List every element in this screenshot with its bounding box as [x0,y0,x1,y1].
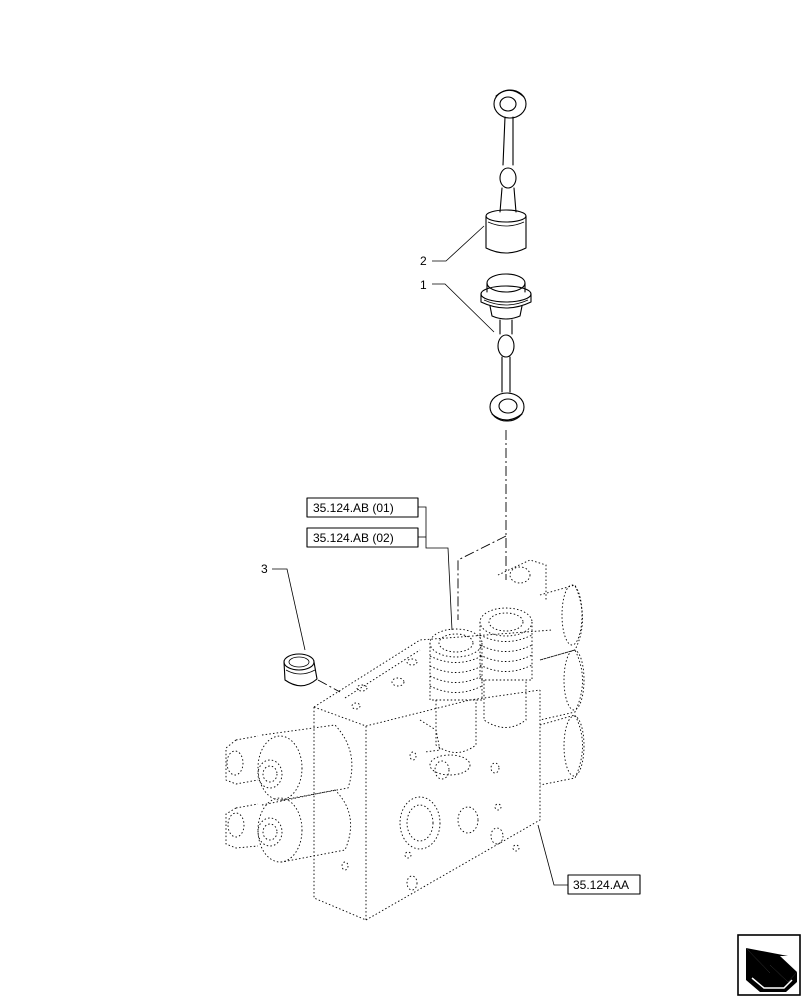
svg-text:35.124.AA: 35.124.AA [573,878,629,892]
reference-box-35-124-ab-01[interactable]: 35.124.AB (01) [306,497,419,518]
callout-2: 2 [420,254,427,268]
part-1-plug[interactable] [480,273,532,422]
svg-text:35.124.AB (01): 35.124.AB (01) [313,501,394,515]
reference-box-35-124-aa[interactable]: 35.124.AA [567,874,641,895]
callout-1: 1 [420,278,427,292]
navigation-arrow-icon[interactable] [737,934,801,996]
part-3-small-plug[interactable] [283,653,318,687]
callout-3: 3 [261,562,268,576]
callout-leaders [272,225,568,886]
part-2-dust-cap[interactable] [485,89,527,254]
reference-box-35-124-ab-02[interactable]: 35.124.AB (02) [306,527,419,548]
valve-block [225,559,585,921]
svg-text:35.124.AB (02): 35.124.AB (02) [313,531,394,545]
